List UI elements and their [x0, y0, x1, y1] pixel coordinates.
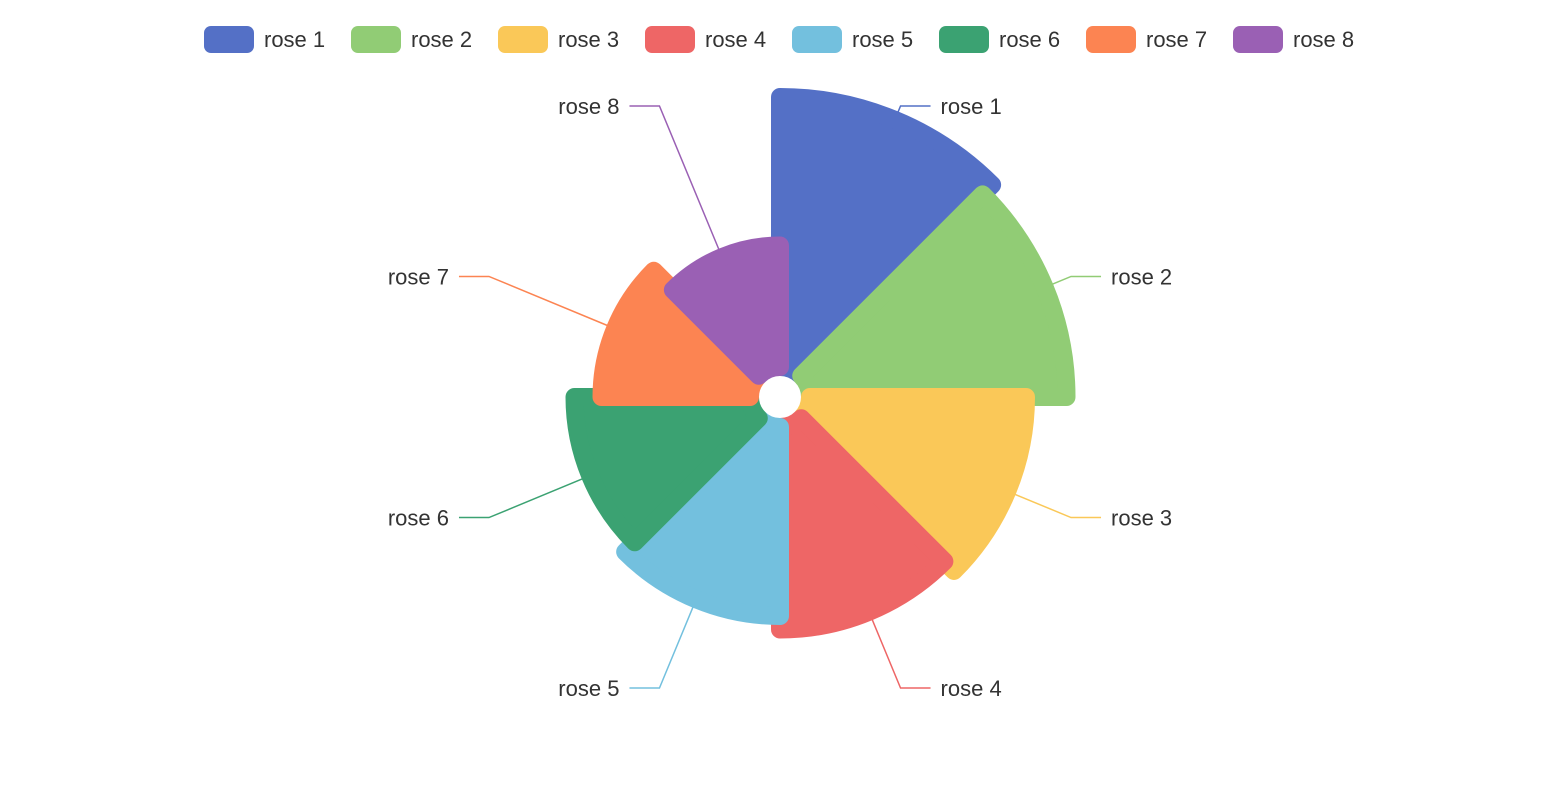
- rose-slice-3[interactable]: [792, 388, 1035, 580]
- rose-slice-7[interactable]: [592, 261, 768, 406]
- legend-swatch-1[interactable]: [204, 26, 254, 53]
- slice-label-6: rose 6: [388, 506, 449, 531]
- legend: rose 1 rose 2 rose 3 rose 4 rose 5 rose 6 rose…: [204, 26, 1354, 53]
- legend-label-5[interactable]: rose 5: [852, 27, 913, 52]
- legend-label-8[interactable]: rose 8: [1293, 27, 1354, 52]
- leader-line-6: [458, 478, 584, 519]
- rose-slice-2[interactable]: [792, 185, 1076, 406]
- legend-swatch-2[interactable]: [351, 26, 401, 53]
- legend-label-4[interactable]: rose 4: [705, 27, 766, 52]
- leader-line-7: [458, 275, 608, 327]
- legend-swatch-3[interactable]: [498, 26, 548, 53]
- legend-label-2[interactable]: rose 2: [411, 27, 472, 52]
- legend-swatch-5[interactable]: [792, 26, 842, 53]
- slice-label-5: rose 5: [558, 676, 619, 701]
- leader-line-1: [897, 105, 931, 113]
- rose-slice-5[interactable]: [616, 409, 789, 625]
- leader-line-2: [1051, 275, 1102, 285]
- slice-label-1: rose 1: [941, 94, 1002, 119]
- legend-swatch-4[interactable]: [645, 26, 695, 53]
- rose-slice-4[interactable]: [771, 409, 954, 639]
- legend-label-3[interactable]: rose 3: [558, 27, 619, 52]
- rose-slice-6[interactable]: [565, 388, 768, 552]
- legend-label-1[interactable]: rose 1: [264, 27, 325, 52]
- legend-swatch-8[interactable]: [1233, 26, 1283, 53]
- slice-label-4: rose 4: [941, 676, 1002, 701]
- leader-line-8: [629, 105, 720, 250]
- slice-label-3: rose 3: [1111, 506, 1172, 531]
- leader-line-4: [871, 618, 931, 689]
- slice-label-2: rose 2: [1111, 264, 1172, 289]
- leader-line-5: [629, 606, 694, 689]
- rose-slice-8[interactable]: [663, 236, 789, 385]
- rose-slices: [565, 88, 1076, 639]
- legend-label-7[interactable]: rose 7: [1146, 27, 1207, 52]
- legend-swatch-7[interactable]: [1086, 26, 1136, 53]
- legend-swatch-6[interactable]: [939, 26, 989, 53]
- slice-label-7: rose 7: [388, 264, 449, 289]
- slice-label-8: rose 8: [558, 94, 619, 119]
- legend-label-6[interactable]: rose 6: [999, 27, 1060, 52]
- slice-labels: rose 1 rose 2 rose 3 rose 4 rose 5 rose 6 rose…: [388, 94, 1172, 701]
- rose-slice-1[interactable]: [771, 88, 1002, 385]
- leader-line-3: [1014, 493, 1102, 519]
- label-leader-lines: [458, 105, 1102, 689]
